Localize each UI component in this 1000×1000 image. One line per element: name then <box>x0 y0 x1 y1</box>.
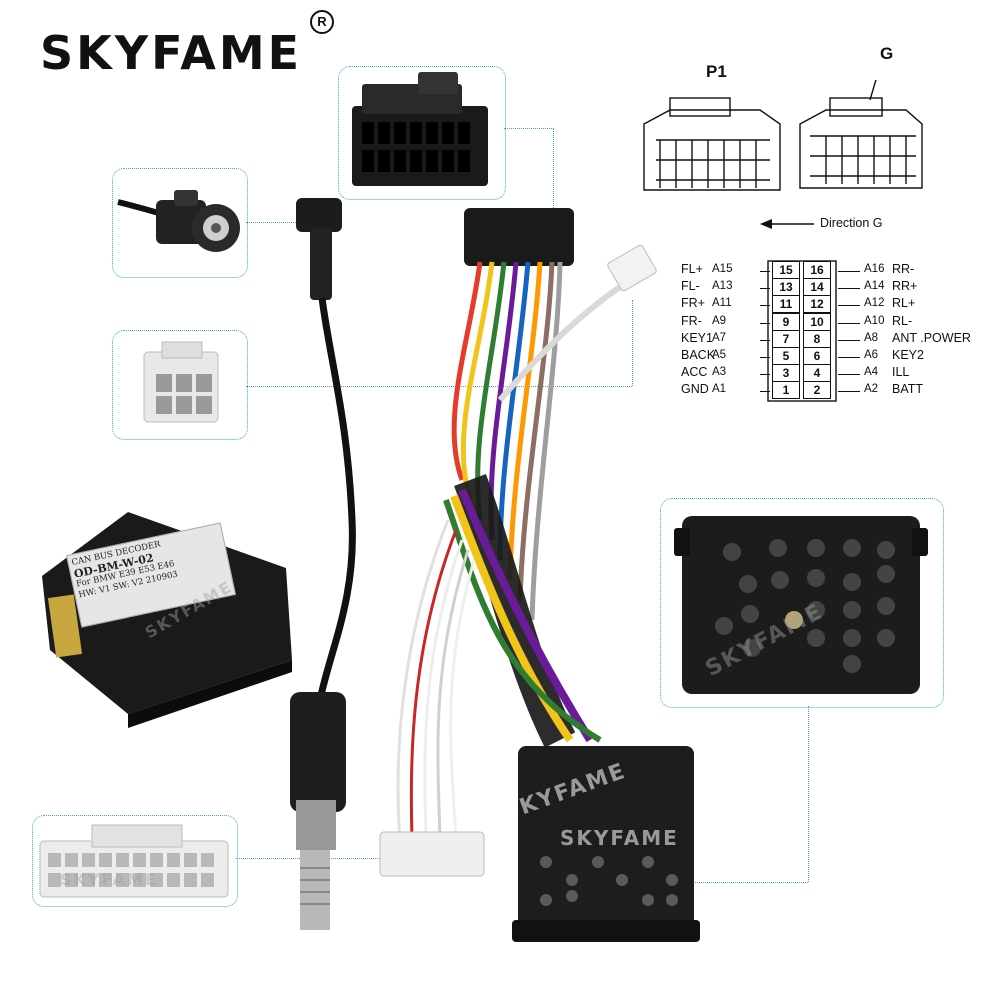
leader-line <box>246 386 632 387</box>
direction-label: Direction G <box>820 216 883 230</box>
pin-leader-line <box>838 391 860 393</box>
pin-left-label: FL+ <box>681 262 703 276</box>
small-white-plug-photo <box>143 341 219 423</box>
registered-mark: R <box>310 10 334 34</box>
pin-right-label: ANT .POWER <box>892 330 971 345</box>
pin-leader-line <box>838 357 860 358</box>
pin-right-code: A6 <box>864 349 879 361</box>
pin-right-code: A14 <box>864 280 885 293</box>
pin-leader-line <box>760 357 770 358</box>
white-multi-plug-photo <box>39 824 229 898</box>
pin-right-code: A4 <box>864 366 879 379</box>
pin-leader-line <box>760 374 770 376</box>
pin-left-code: A3 <box>712 366 727 379</box>
white-multi-plug-on-harness <box>379 831 485 877</box>
pin-leader-line <box>838 322 860 324</box>
pin-leader-line <box>838 374 860 376</box>
pin-left-label: BACK <box>681 348 716 362</box>
pin-right-label: RR+ <box>892 279 918 294</box>
leader-line <box>553 128 554 220</box>
pin-leader-line <box>760 305 770 307</box>
pin-leader-line <box>838 288 860 290</box>
watermark: SKYFAME <box>60 870 158 889</box>
pin-right-label: RL- <box>892 313 913 328</box>
pin-left-label: FR+ <box>681 296 705 311</box>
direction-arrow-icon <box>760 219 814 229</box>
leader-line <box>808 706 809 882</box>
pin-right-label: BATT <box>892 382 924 397</box>
pin-leader-line <box>838 271 860 272</box>
pin-right-code: A12 <box>864 297 885 310</box>
pin-left-code: A13 <box>712 280 733 293</box>
leader-line <box>632 300 633 386</box>
pin-left-label: FL- <box>681 279 700 294</box>
pin-right-code: A8 <box>864 331 879 344</box>
antenna-adapter-head <box>296 198 342 232</box>
pin-leader-line <box>760 271 770 272</box>
pin-right-label: RR- <box>892 262 915 276</box>
pin-left-code: A5 <box>712 349 727 361</box>
pinout-frame <box>767 260 837 402</box>
leader-line <box>504 128 554 129</box>
pin-left-number: 13 <box>772 278 800 297</box>
pin-leader-line <box>760 339 770 341</box>
pin-leader-line <box>838 305 860 307</box>
pin-left-number: 1 <box>772 381 800 400</box>
pin-right-code: A16 <box>864 263 885 275</box>
leader-line <box>246 222 306 223</box>
brand-logo: SKYFAME <box>40 26 303 80</box>
leader-line <box>690 882 808 883</box>
pin-leader-line <box>760 322 770 324</box>
antenna-plug-body <box>290 692 346 812</box>
pin-left-label: KEY1 <box>681 330 713 345</box>
pin-right-number: 12 <box>803 295 831 314</box>
pin-leader-line <box>838 339 860 341</box>
pin-right-code: A2 <box>864 383 879 396</box>
bmw-connector-closeup <box>674 516 928 694</box>
pin-left-code: A15 <box>712 263 733 275</box>
pin-right-number: 10 <box>803 312 831 331</box>
pin-left-code: A9 <box>712 314 727 327</box>
pin-left-label: FR- <box>681 313 702 328</box>
iso-head-p1 <box>464 208 574 266</box>
pin-right-number: 2 <box>803 381 831 400</box>
bmw-connector-block <box>518 746 694 942</box>
pin-left-code: A1 <box>712 383 727 396</box>
pin-left-code: A11 <box>712 297 732 310</box>
pin-left-code: A7 <box>712 331 727 344</box>
watermark: SKYFAME <box>560 826 679 850</box>
pin-right-label: ILL <box>892 365 910 380</box>
p1-connector-photo <box>352 72 488 186</box>
pin-left-number: 5 <box>772 347 800 365</box>
pin-leader-line <box>760 288 770 290</box>
pin-left-label: GND <box>681 382 709 397</box>
pin-right-code: A10 <box>864 314 885 327</box>
g-label: G <box>880 44 894 63</box>
fakra-connector-photo <box>117 190 240 252</box>
small-white-plug-on-harness <box>607 244 657 292</box>
pin-leader-line <box>760 391 770 393</box>
pin-left-number: 11 <box>772 295 800 314</box>
pin-right-label: RL+ <box>892 296 916 311</box>
p1-g-connector-drawing <box>643 80 923 191</box>
pin-left-label: ACC <box>681 365 708 380</box>
pin-left-number: 7 <box>772 329 800 348</box>
p1-label: P1 <box>706 62 727 81</box>
pin-right-label: KEY2 <box>892 348 924 362</box>
